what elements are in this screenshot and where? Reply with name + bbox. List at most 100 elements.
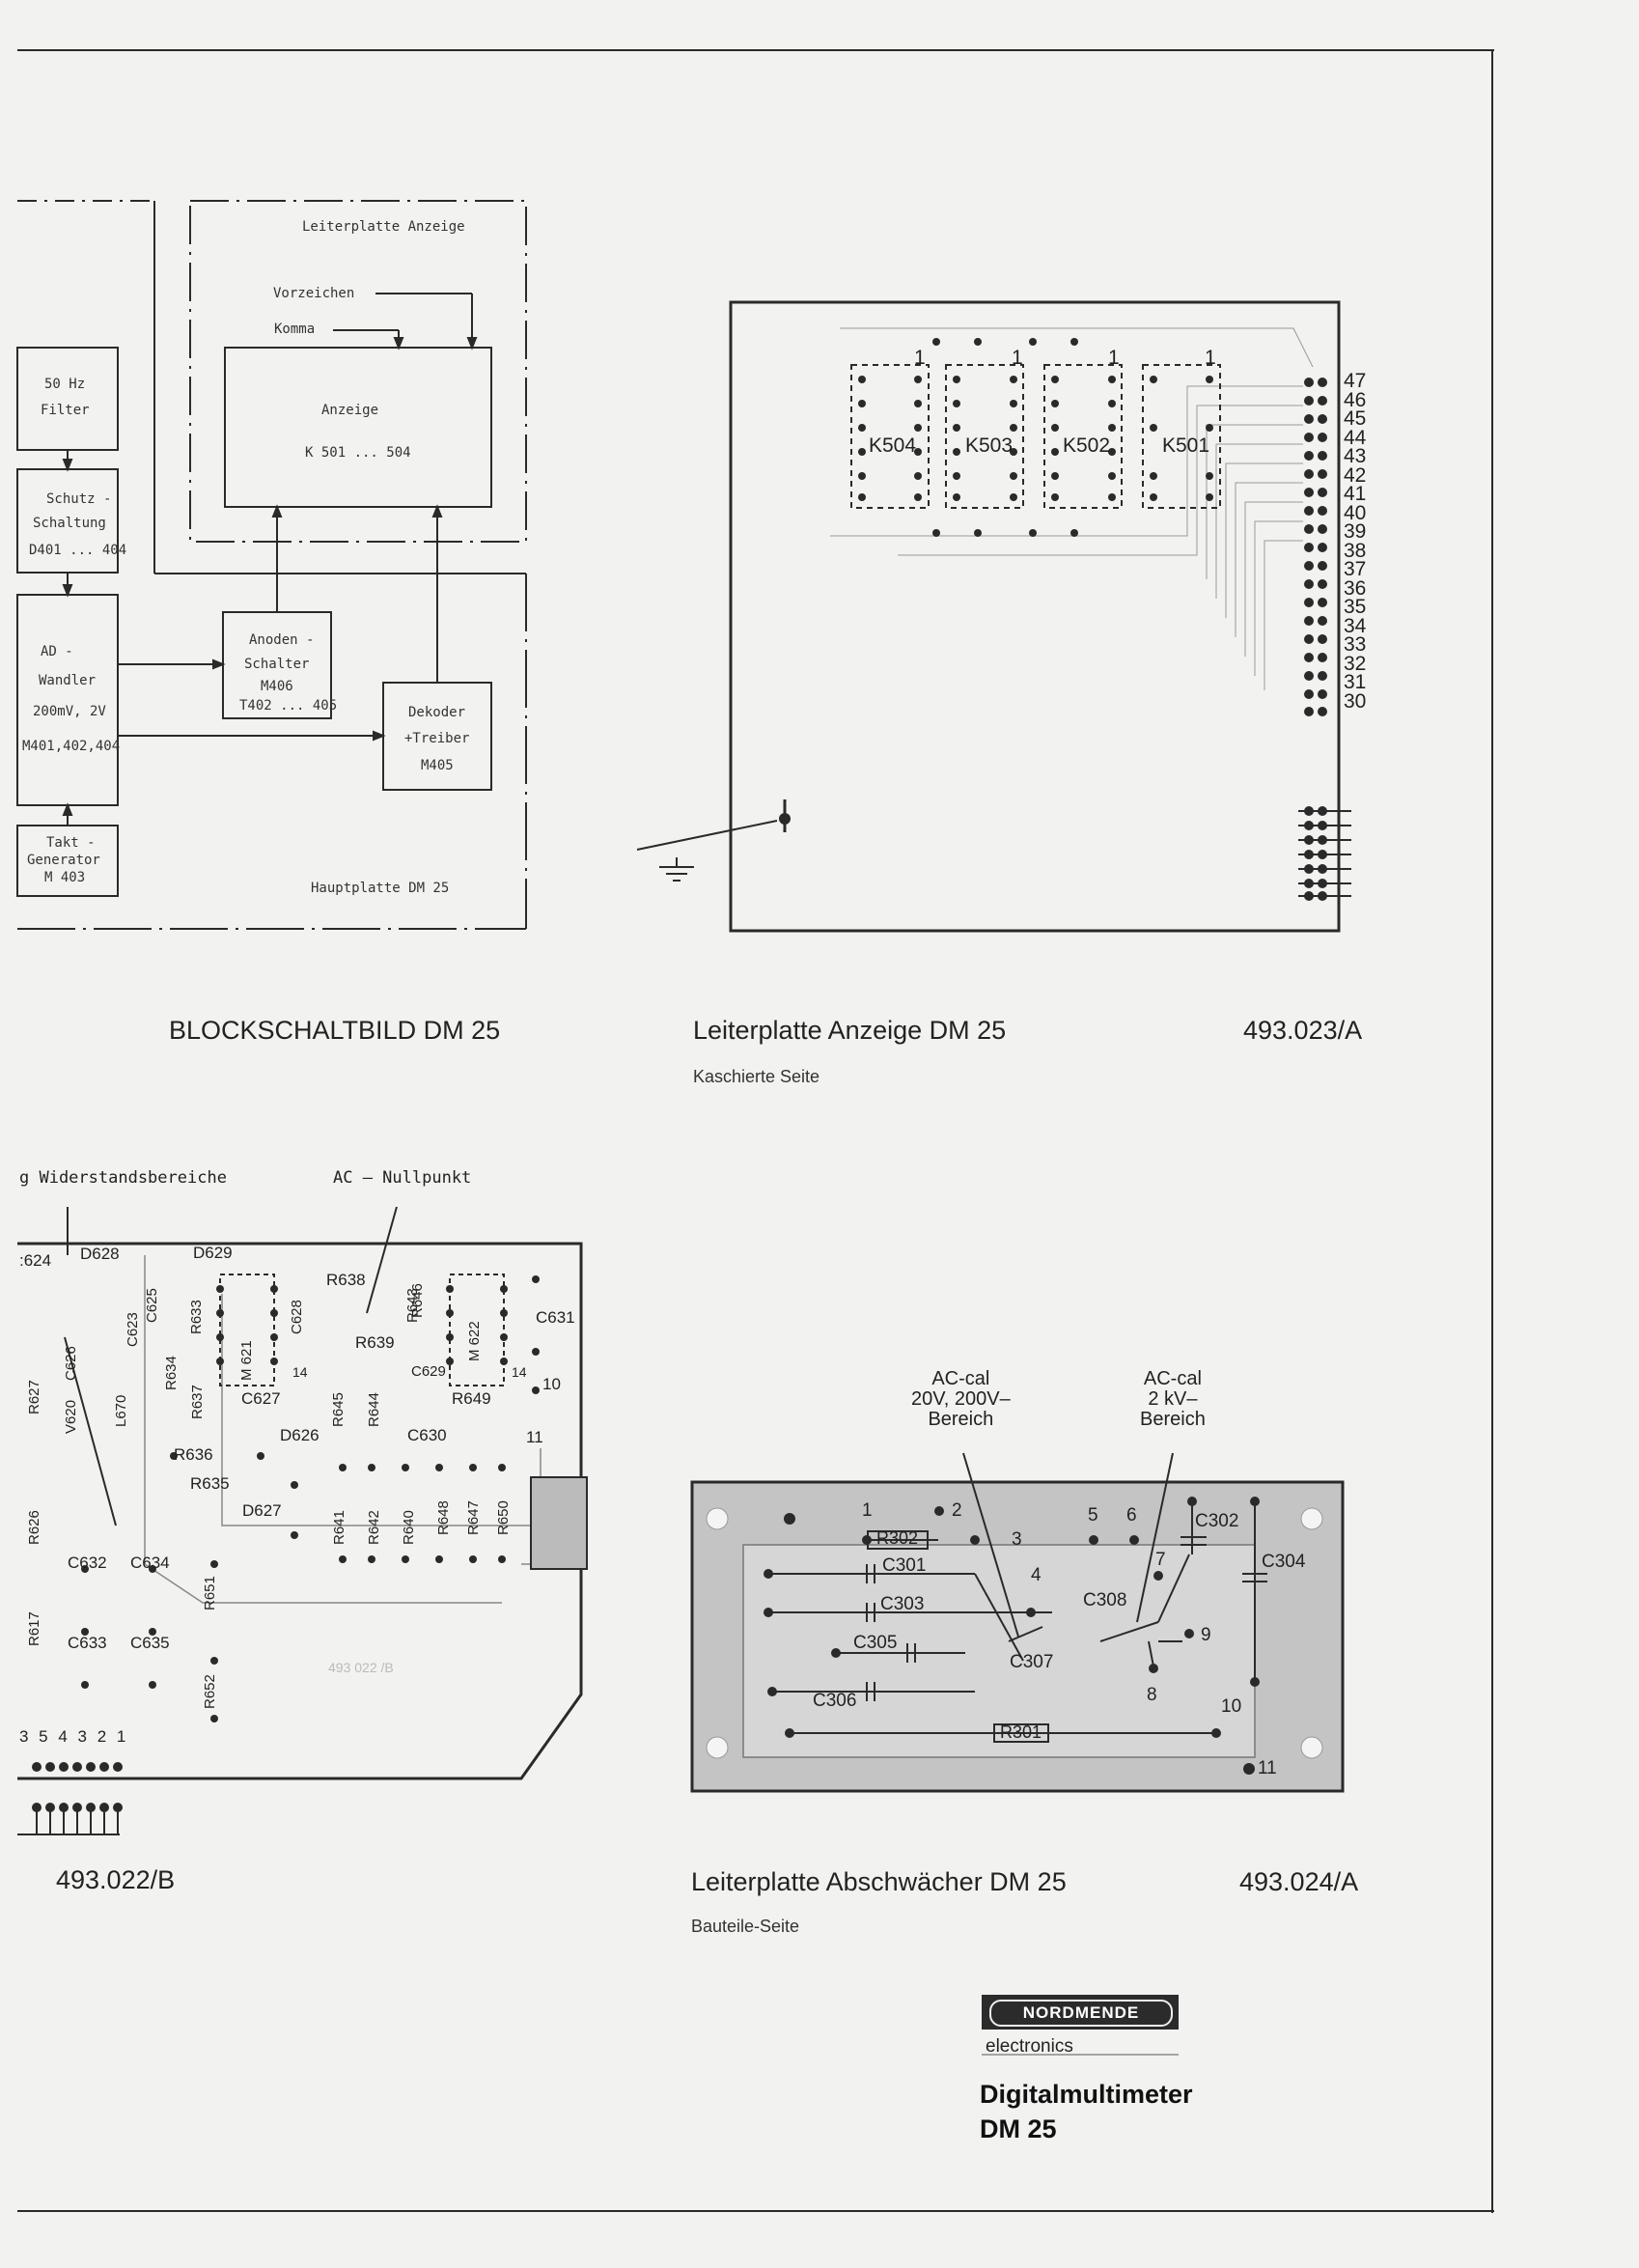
part-r617: R617: [26, 1611, 42, 1646]
c632-label: C632: [68, 1554, 107, 1572]
node-7: 7: [1155, 1550, 1166, 1570]
r638-label: R638: [326, 1271, 366, 1289]
display-pcb: [636, 300, 1351, 933]
node-4: 4: [1031, 1565, 1042, 1585]
clock-label-2: Generator: [27, 853, 100, 868]
code-attenuator-pcb: 493.024/A: [1239, 1867, 1359, 1896]
caption-attenuator-sub: Bauteile-Seite: [691, 1917, 800, 1936]
attenuator-pcb: [690, 1452, 1345, 1793]
comma-label: Komma: [274, 322, 316, 337]
part-l670: L670: [113, 1394, 129, 1427]
r649-label: R649: [452, 1389, 491, 1408]
chip-k504: K504: [869, 434, 917, 457]
part-c626: C626: [63, 1346, 79, 1381]
part-r648: R648: [435, 1500, 452, 1535]
d629-label: D629: [193, 1244, 233, 1262]
pin10-label: 10: [542, 1375, 561, 1393]
caption-attenuator-pcb: Leiterplatte Abschwächer DM 25: [691, 1867, 1067, 1896]
product-name: Digitalmultimeter: [980, 2080, 1193, 2109]
r636-label: R636: [174, 1445, 213, 1464]
chip-k503: K503: [965, 434, 1014, 457]
adc-label-4: M401,402,404: [22, 739, 121, 754]
edge-pin-31: 31: [1344, 671, 1367, 693]
part-c623: C623: [125, 1312, 141, 1347]
display-board-label: Leiterplatte Anzeige: [302, 219, 465, 235]
annot-left: AC-cal 20V, 200V– Bereich: [911, 1369, 1011, 1430]
decoder-label-1: Dekoder: [408, 705, 466, 720]
part-r633: R633: [188, 1300, 205, 1334]
annot-right-1: AC-cal: [1143, 1368, 1202, 1389]
part-r644: R644: [366, 1392, 382, 1427]
code-display-pcb: 493.023/A: [1243, 1016, 1363, 1045]
chip-k503-pin1: 1: [1012, 347, 1023, 369]
r635-label: R635: [190, 1474, 230, 1493]
c629-label: C629: [411, 1363, 446, 1380]
label-resistance-ranges: g Widerstandsbereiche: [19, 1168, 227, 1188]
part-m622: M 622: [466, 1321, 483, 1361]
edge-pin-37: 37: [1344, 558, 1367, 580]
part-r634: R634: [163, 1356, 180, 1390]
part-r626: R626: [26, 1510, 42, 1545]
c308-label: C308: [1083, 1590, 1127, 1610]
d628-label: D628: [80, 1245, 120, 1263]
block-diagram: [16, 200, 527, 930]
c631-label: C631: [536, 1308, 575, 1327]
c624-label: :624: [19, 1251, 52, 1270]
edge-pin-44: 44: [1344, 426, 1367, 449]
pin11-label: 11: [526, 1428, 543, 1446]
node-6: 6: [1126, 1505, 1137, 1526]
display-block-title: Anzeige: [321, 403, 379, 418]
node-2: 2: [952, 1500, 962, 1521]
label-ac-zero: AC – Nullpunkt: [333, 1168, 472, 1188]
decoder-label-2: +Treiber: [404, 731, 470, 746]
part-c625: C625: [144, 1288, 160, 1323]
part-r642: R642: [366, 1510, 382, 1545]
part-r641: R641: [331, 1510, 347, 1545]
c630-label: C630: [407, 1426, 447, 1444]
edge-pin-47: 47: [1344, 370, 1367, 392]
part-r647: R647: [465, 1500, 482, 1535]
c302-label: C302: [1195, 1511, 1239, 1531]
part-r652: R652: [202, 1674, 218, 1709]
filter-label-2: Filter: [41, 403, 90, 418]
edge-pin-32: 32: [1344, 652, 1367, 675]
annot-left-2: 20V, 200V–: [911, 1388, 1011, 1410]
node-10: 10: [1221, 1696, 1242, 1717]
edge-pin-35: 35: [1344, 596, 1367, 618]
c307-label: C307: [1010, 1652, 1054, 1672]
part-m621: M 621: [238, 1340, 255, 1381]
node-5: 5: [1088, 1505, 1098, 1526]
part-r640: R640: [401, 1510, 417, 1545]
part-r637: R637: [189, 1385, 206, 1419]
edge-pin-30: 30: [1344, 689, 1367, 713]
part-c628: C628: [289, 1300, 305, 1334]
edge-pin-34: 34: [1344, 614, 1367, 637]
protect-label-1: Schutz -: [46, 491, 112, 507]
node-3: 3: [1012, 1529, 1022, 1550]
decoder-label-3: M405: [421, 758, 454, 773]
c306-label: C306: [813, 1691, 857, 1711]
brand-electronics: electronics: [986, 2036, 1073, 2057]
protect-label-3: D401 ... 404: [29, 543, 127, 558]
annot-left-1: AC-cal: [931, 1368, 990, 1389]
c634-label: C634: [130, 1554, 170, 1572]
edge-pin-46: 46: [1344, 388, 1367, 411]
logo-text: NORDMENDE: [989, 2000, 1173, 2027]
node-1: 1: [862, 1500, 873, 1521]
code-main-pcb: 493.022/B: [56, 1865, 176, 1894]
part-r627: R627: [26, 1380, 42, 1414]
part-r646: R646: [409, 1283, 426, 1318]
caption-block-diagram: BLOCKSCHALTBILD DM 25: [169, 1016, 501, 1045]
chip-k501: K501: [1162, 434, 1210, 457]
clock-label-1: Takt -: [46, 835, 96, 851]
c627-label: C627: [241, 1389, 281, 1408]
part-r650: R650: [495, 1500, 512, 1535]
chip-k504-pin1: 1: [914, 347, 926, 369]
c304-label: C304: [1262, 1552, 1306, 1572]
sign-label: Vorzeichen: [273, 286, 355, 301]
clock-label-3: M 403: [44, 870, 86, 885]
part-r645: R645: [330, 1392, 347, 1427]
caption-display-sub: Kaschierte Seite: [693, 1067, 820, 1086]
